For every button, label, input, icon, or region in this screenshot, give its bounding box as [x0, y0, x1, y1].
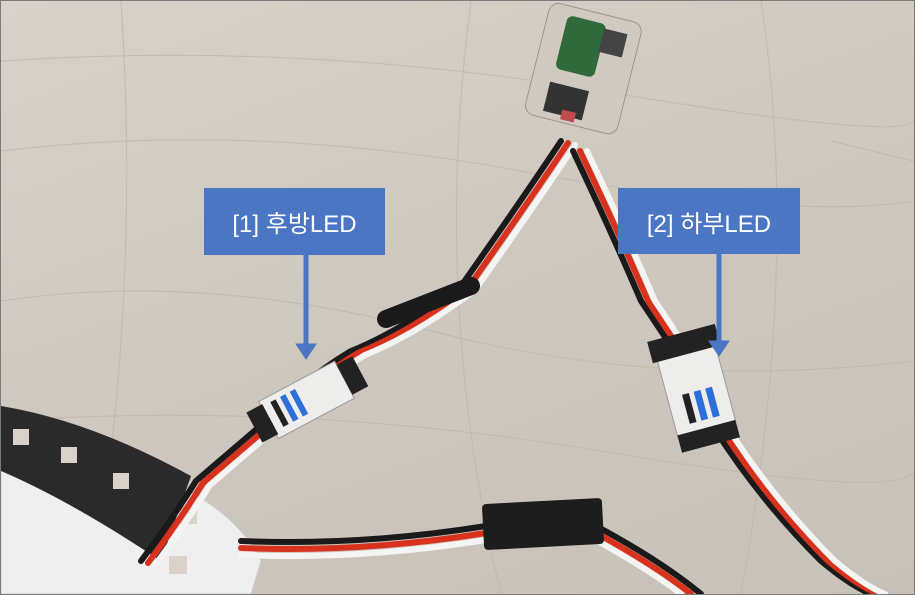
- wires-bottom: [238, 523, 704, 594]
- connector-rear: [246, 356, 369, 443]
- wires-right-branch: [570, 148, 888, 594]
- connector-bottom: [647, 323, 740, 453]
- extension-connector: [482, 498, 604, 550]
- controller-board: [524, 2, 642, 135]
- callout-rear-led: [1] 후방LED: [204, 188, 385, 255]
- arrow-bottom: [708, 254, 730, 357]
- arrow-rear: [295, 255, 317, 360]
- callout-rear-led-label: [1] 후방LED: [232, 211, 357, 238]
- callout-bottom-led: [2] 하부LED: [618, 188, 800, 254]
- led-strip: [1, 406, 191, 561]
- callout-bottom-led-label: [2] 하부LED: [646, 210, 772, 238]
